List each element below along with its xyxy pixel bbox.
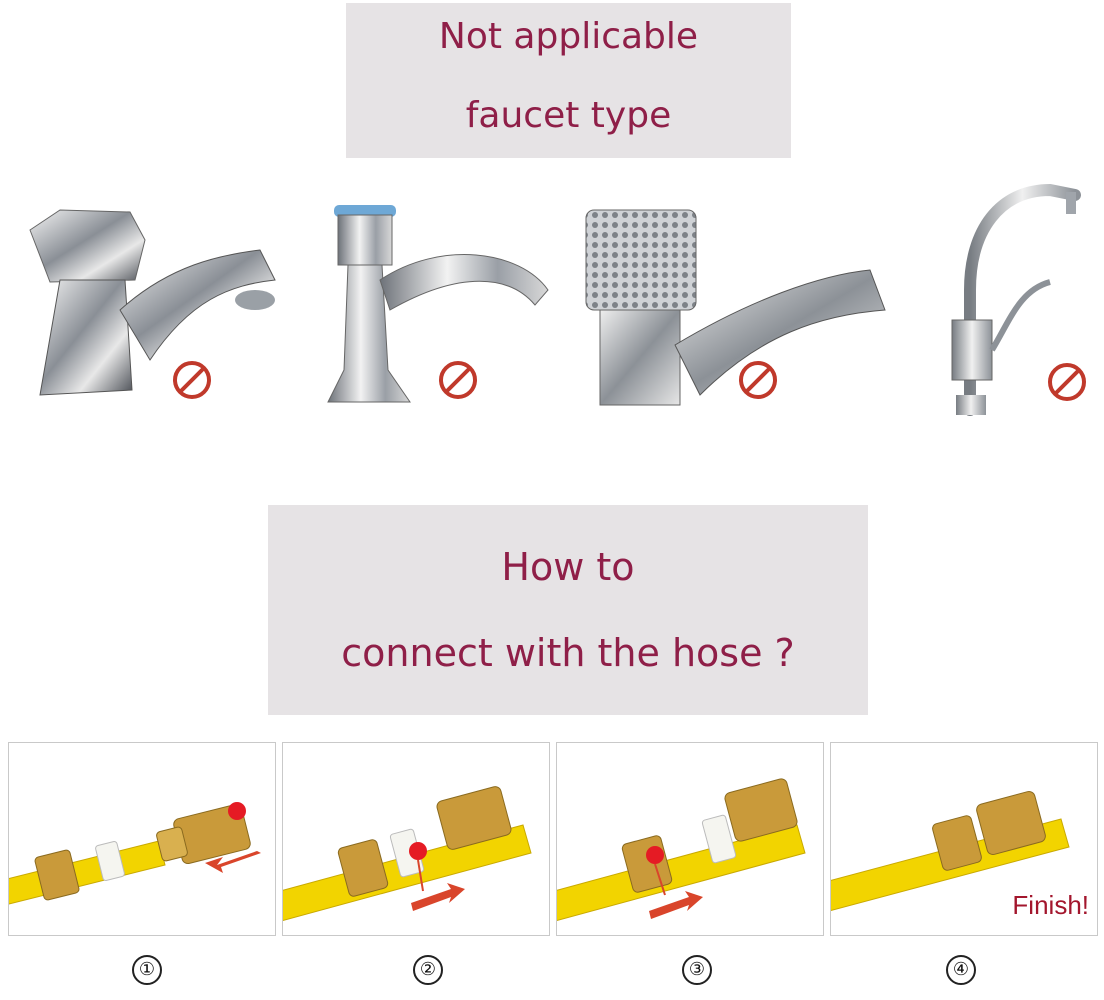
- step-3-panel: [556, 742, 824, 936]
- step-number-4: ④: [946, 955, 976, 985]
- how-to-connect-banner: How to connect with the hose ?: [268, 505, 868, 715]
- connection-steps: Finish!: [0, 742, 1104, 942]
- unsupported-faucets-row: [0, 170, 1104, 440]
- step-2-panel: [282, 742, 550, 936]
- finish-label: Finish!: [1012, 890, 1089, 920]
- step-number-1: ①: [132, 955, 162, 985]
- prohibited-icon-1: [173, 361, 211, 399]
- banner-top-line1: Not applicable: [438, 15, 699, 57]
- gooseneck-faucet-icon: [951, 183, 1086, 416]
- step-number-3: ③: [682, 955, 712, 985]
- prohibited-icon-4: [1048, 363, 1086, 401]
- double-handle-faucet-icon: [29, 209, 276, 399]
- prohibited-icon-3: [739, 361, 777, 399]
- hose-connector-icon: [283, 786, 532, 921]
- step-number-2: ②: [413, 955, 443, 985]
- push-button-faucet-icon: [327, 205, 549, 403]
- hose-connector-icon: [557, 778, 806, 921]
- step-4-panel: Finish!: [830, 742, 1098, 936]
- knurled-knob-faucet-icon: [585, 209, 886, 406]
- banner-mid-line1: How to: [501, 545, 635, 589]
- step-1-panel: [8, 742, 276, 936]
- hose-connector-icon: [9, 802, 261, 905]
- banner-top-line2: faucet type: [465, 94, 672, 136]
- banner-mid-line2: connect with the hose ?: [341, 631, 795, 675]
- prohibited-icon-2: [439, 361, 477, 399]
- hose-connector-icon: [831, 790, 1070, 911]
- not-applicable-banner: Not applicable faucet type: [346, 3, 791, 158]
